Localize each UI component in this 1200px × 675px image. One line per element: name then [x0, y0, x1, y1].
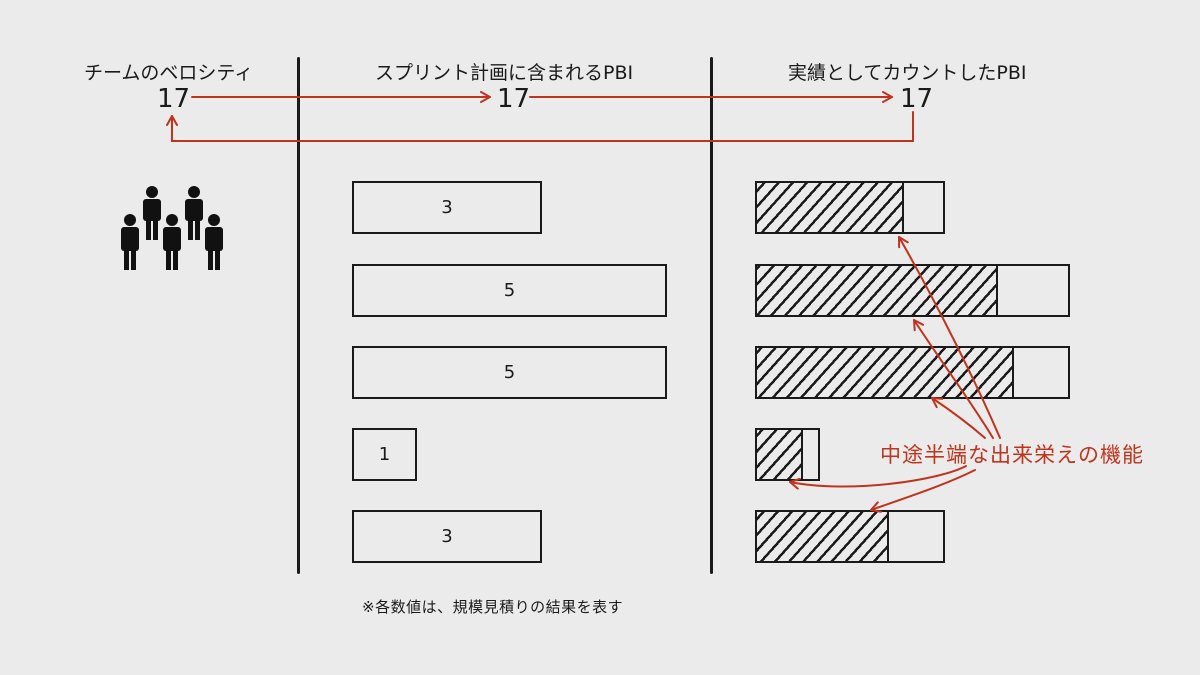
- actual-item-3: [755, 346, 1070, 399]
- callout-arrow-5: [870, 469, 976, 513]
- planned-item-2: 5: [352, 264, 667, 317]
- feedback-loop-arrow: [166, 111, 914, 142]
- velocity-header: チームのベロシティ: [84, 62, 254, 84]
- planned-item-size: 3: [441, 526, 453, 547]
- actual-item-done-fill: [757, 430, 803, 479]
- incomplete-feature-callout: 中途半端な出来栄えの機能: [880, 443, 1144, 467]
- callout-arrow-3: [931, 397, 986, 439]
- planned-item-size: 5: [503, 280, 516, 301]
- column-divider-right: [710, 57, 713, 574]
- planned-item-size: 1: [378, 444, 391, 465]
- planned-item-3: 5: [352, 346, 667, 399]
- actual-header: 実績としてカウントしたPBI: [788, 62, 1027, 84]
- sprint-plan-value: 17: [497, 84, 531, 114]
- actual-item-done-fill: [757, 348, 1015, 397]
- planned-item-4: 1: [352, 428, 417, 481]
- actual-item-5: [755, 510, 945, 563]
- actual-item-2: [755, 264, 1070, 317]
- actual-item-1: [755, 181, 945, 234]
- actual-value: 17: [900, 84, 934, 114]
- actual-item-done-fill: [757, 266, 999, 315]
- velocity-value: 17: [157, 84, 191, 114]
- team-people-icon: [121, 186, 223, 270]
- actual-item-done-fill: [757, 512, 890, 561]
- actual-item-done-fill: [757, 183, 905, 232]
- footnote: ※各数値は、規模見積りの結果を表す: [362, 598, 624, 616]
- planned-item-size: 3: [441, 197, 453, 218]
- sprint-plan-header: スプリント計画に含まれるPBI: [375, 62, 634, 84]
- planned-item-size: 5: [503, 362, 516, 383]
- planned-item-1: 3: [352, 181, 542, 234]
- column-divider-left: [297, 57, 300, 574]
- actual-item-4: [755, 428, 820, 481]
- planned-item-5: 3: [352, 510, 542, 563]
